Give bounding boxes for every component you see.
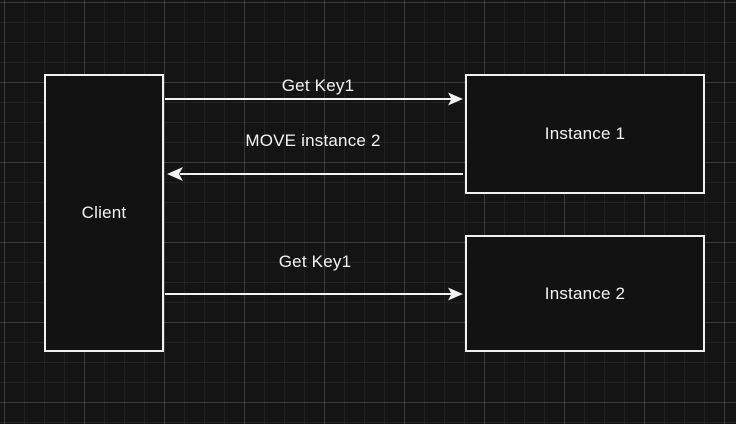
edge-label-get-key1-top: Get Key1 (281, 76, 355, 95)
node-client-label: Client (81, 203, 127, 222)
node-instance-1-label: Instance 1 (544, 124, 626, 143)
edge-move-instance-2[interactable] (167, 167, 463, 181)
node-client[interactable]: Client (44, 74, 164, 352)
node-instance-2[interactable]: Instance 2 (465, 235, 705, 352)
edge-label-get-key1-bottom: Get Key1 (278, 252, 352, 271)
node-instance-1[interactable]: Instance 1 (465, 74, 705, 194)
edge-label-move-instance-2: MOVE instance 2 (245, 131, 381, 150)
edge-get-key1-bottom[interactable] (165, 287, 463, 301)
node-instance-2-label: Instance 2 (544, 283, 626, 303)
